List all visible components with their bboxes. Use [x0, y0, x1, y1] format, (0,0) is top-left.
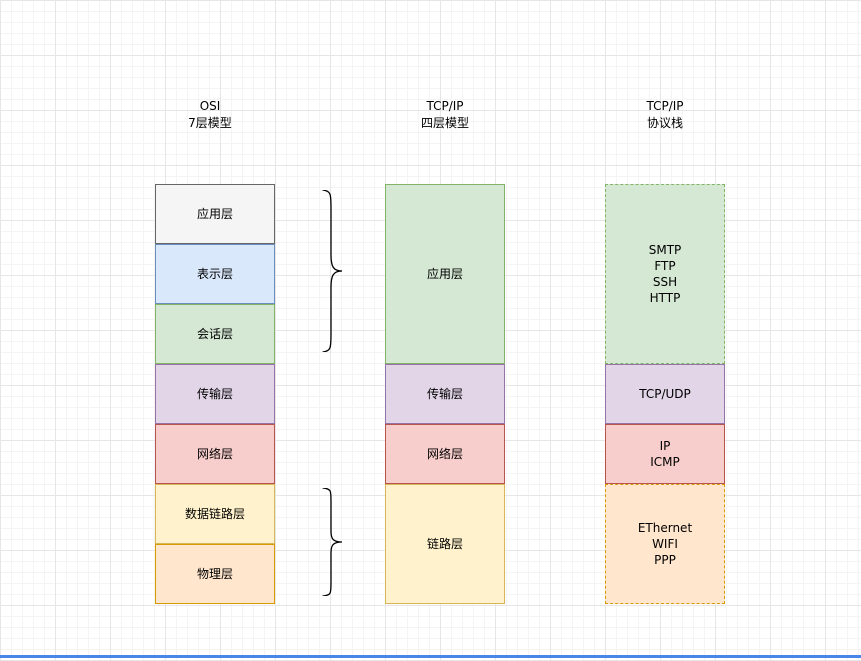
osi-column-title[interactable]: OSI 7层模型	[188, 99, 232, 130]
protocol-stack-column-title[interactable]: TCP/IP 协议栈	[646, 99, 684, 130]
osi-layer-session-label: 会话层	[196, 327, 233, 341]
osi-layer-datalink[interactable]: 数据链路层	[155, 484, 275, 544]
osi-layer-session[interactable]: 会话层	[155, 304, 275, 364]
osi-layer-physical[interactable]: 物理层	[155, 544, 275, 604]
tcpip-layer-network[interactable]: 网络层	[385, 424, 505, 484]
brace-lower-layers[interactable]	[318, 488, 344, 596]
tcpip-layer-transport[interactable]: 传输层	[385, 364, 505, 424]
stack-network-protocols[interactable]: IP ICMP	[605, 424, 725, 484]
osi-layer-datalink-label: 数据链路层	[184, 507, 245, 521]
osi-layer-physical-label: 物理层	[196, 567, 233, 581]
tcpip-layer-network-label: 网络层	[426, 447, 463, 461]
osi-layer-network-label: 网络层	[196, 447, 233, 461]
osi-layer-transport[interactable]: 传输层	[155, 364, 275, 424]
curly-brace-icon	[323, 190, 342, 352]
stack-transport-protocols-label: TCP/UDP	[639, 387, 691, 401]
brace-upper-layers[interactable]	[318, 190, 344, 352]
osi-column: 应用层 表示层 会话层 传输层 网络层 数据链路层 物理层	[155, 184, 275, 604]
curly-brace-icon	[323, 488, 342, 596]
tcpip-layer-link-label: 链路层	[426, 537, 463, 551]
canvas-bottom-edge	[0, 655, 861, 658]
tcpip-column: 应用层 传输层 网络层 链路层	[385, 184, 505, 604]
osi-layer-network[interactable]: 网络层	[155, 424, 275, 484]
osi-layer-application-label: 应用层	[196, 207, 233, 221]
osi-layer-transport-label: 传输层	[196, 387, 233, 401]
protocol-stack-column: SMTP FTP SSH HTTP TCP/UDP IP ICMP EThern…	[605, 184, 725, 604]
tcpip-layer-application-label: 应用层	[426, 267, 463, 281]
stack-application-protocols-label: SMTP FTP SSH HTTP	[648, 243, 682, 305]
tcpip-layer-link[interactable]: 链路层	[385, 484, 505, 604]
osi-layer-application[interactable]: 应用层	[155, 184, 275, 244]
stack-transport-protocols[interactable]: TCP/UDP	[605, 364, 725, 424]
tcpip-column-title[interactable]: TCP/IP 四层模型	[420, 99, 469, 130]
stack-link-protocols-label: EThernet WIFI PPP	[637, 521, 693, 567]
stack-link-protocols[interactable]: EThernet WIFI PPP	[605, 484, 725, 604]
tcpip-layer-transport-label: 传输层	[426, 387, 463, 401]
stack-network-protocols-label: IP ICMP	[650, 439, 680, 469]
tcpip-layer-application[interactable]: 应用层	[385, 184, 505, 364]
stack-application-protocols[interactable]: SMTP FTP SSH HTTP	[605, 184, 725, 364]
osi-layer-presentation-label: 表示层	[196, 267, 233, 281]
osi-layer-presentation[interactable]: 表示层	[155, 244, 275, 304]
